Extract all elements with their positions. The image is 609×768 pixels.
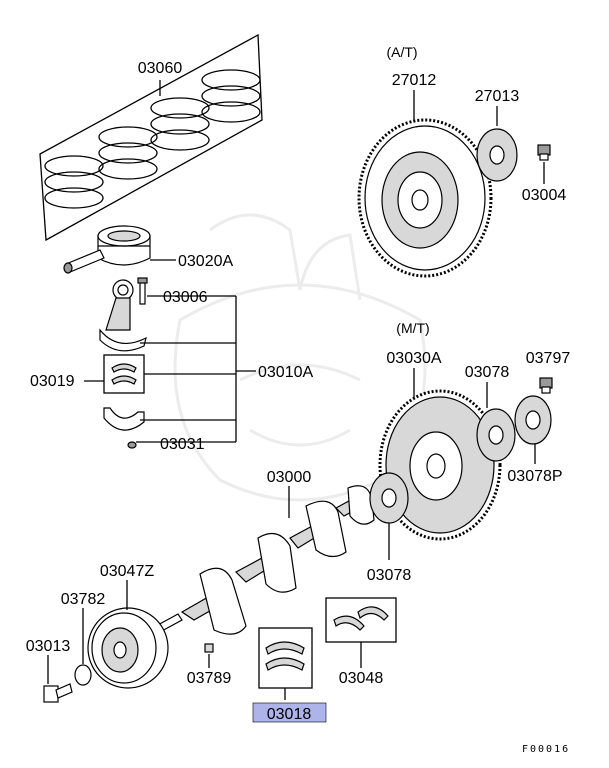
drive-plate-drawing [357, 118, 493, 278]
piston-drawing [63, 225, 151, 274]
rod-bearing-drawing [111, 363, 137, 385]
label-piston-rings: 03060 [138, 60, 183, 77]
flywheel-drawing [378, 389, 502, 541]
label-drive-plate-adapter: 27013 [475, 88, 520, 105]
highlighted-part-box[interactable] [252, 702, 327, 723]
flywheel-plate-hole [488, 425, 504, 445]
pulley-bolt-drawing [43, 683, 73, 703]
connecting-rod-drawing [99, 277, 148, 352]
label-crank-rear-plate: 03078 [367, 567, 412, 584]
label-rod-bolt: 03006 [163, 289, 208, 306]
flywheel-plate-p-hole [525, 410, 541, 430]
flywheel-bolt-drawing [539, 377, 553, 394]
thrust-bearing-drawing [333, 606, 389, 631]
label-flywheel-plate-p: 03078P [507, 468, 562, 485]
label-washer: 03782 [61, 591, 106, 608]
piston-rings-group [39, 33, 263, 242]
label-key: 03789 [187, 670, 232, 687]
label-rod-bearing: 03019 [30, 373, 75, 390]
key-drawing [204, 643, 214, 653]
label-connecting-rod: 03010A [258, 364, 313, 381]
label-thrust-bearing: 03048 [339, 670, 384, 687]
rod-cap-drawing [103, 407, 145, 449]
label-flywheel: 03030A [386, 350, 441, 367]
label-piston: 03020A [178, 253, 233, 270]
label-pulley-bolt: 03013 [26, 638, 71, 655]
label-pulley: 03047Z [100, 563, 154, 580]
label-flywheel-plate: 03078 [465, 364, 510, 381]
pulley-drawing [87, 607, 169, 689]
adapter-plate-hole [489, 145, 505, 165]
label-main-bearing[interactable]: 03018 [267, 706, 312, 723]
rod-bearing-box [103, 354, 145, 394]
label-at-section: (A/T) [386, 44, 417, 60]
crankshaft-drawing [155, 485, 375, 635]
drive-plate-bolt-drawing [537, 144, 551, 161]
label-drive-plate: 27012 [392, 72, 437, 89]
label-rod-nut: 03031 [160, 436, 205, 453]
label-crankshaft: 03000 [267, 469, 312, 486]
label-mt-section: (M/T) [396, 320, 429, 336]
label-flywheel-bolt: 03797 [526, 350, 571, 367]
main-bearing-drawing [265, 641, 305, 671]
washer-drawing [74, 664, 92, 686]
crank-rear-plate-hole [381, 488, 397, 508]
figure-code: F00016 [522, 744, 570, 755]
label-drive-plate-bolt: 03004 [522, 187, 567, 204]
